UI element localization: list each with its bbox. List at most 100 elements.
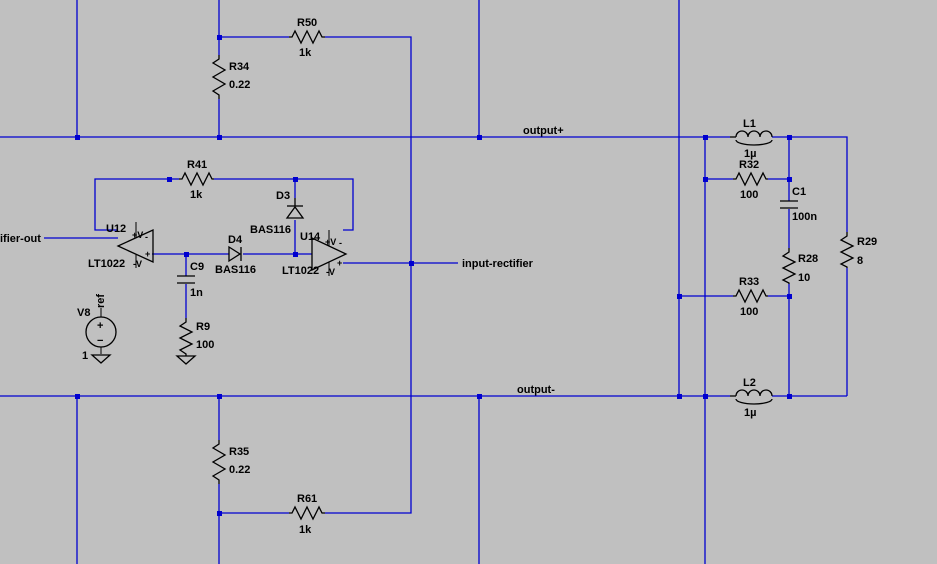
inductor-l1-core [735,139,773,146]
resistor-r33[interactable]: R33 100 [733,276,768,318]
resistor-r9-zigzag [178,318,194,356]
ground-v8 [90,354,112,364]
diode-d3-name: D3 [276,190,290,202]
opamp-u14-vpos: +V [325,237,336,247]
resistor-r33-zigzag [733,288,768,304]
junction [677,394,682,399]
capacitor-c1[interactable]: C1 100n [780,186,817,223]
resistor-r35-zigzag [211,440,227,484]
wires [0,0,848,564]
voltage-source-v8[interactable]: + − V8 1 ref [77,294,117,362]
junction [703,135,708,140]
resistor-r28-value: 10 [798,272,810,284]
resistor-r9-value: 100 [196,339,214,351]
inductor-l2-value: 1µ [744,407,756,419]
resistor-r34-zigzag [211,55,227,99]
resistor-r41-name: R41 [187,159,207,171]
inductor-l2-coil [735,389,773,397]
capacitor-c9[interactable]: C9 1n [177,261,204,299]
wire-r41-right[interactable] [214,178,354,231]
opamp-u14-vneg: -V [326,267,335,277]
junction [409,261,414,266]
net-label-rectifier-out: ifier-out [0,233,41,245]
resistor-r28-name: R28 [798,253,818,265]
resistor-r28-zigzag [781,248,797,284]
resistor-r34[interactable]: R34 0.22 [211,55,250,99]
junction [217,35,222,40]
ground-symbol [175,355,197,365]
resistor-r41[interactable]: R41 1k [179,159,214,201]
resistor-r50-name: R50 [297,17,317,29]
resistor-r33-value: 100 [740,306,758,318]
inductor-l2[interactable]: L2 1µ [730,377,773,419]
capacitor-c1-name: C1 [792,186,806,198]
junction [293,177,298,182]
voltage-source-v8-value: 1 [82,350,88,362]
resistor-r35-name: R35 [229,446,249,458]
ground-r9 [175,355,197,365]
resistor-r28[interactable]: R28 10 [781,248,818,284]
resistor-r9[interactable]: R9 100 [178,318,214,356]
opamp-u12-name: U12 [106,223,126,235]
junction [477,135,482,140]
resistor-r29-zigzag [839,232,855,268]
voltage-source-v8-minus: − [97,335,103,347]
junction [703,394,708,399]
junction [167,177,172,182]
resistor-r61-name: R61 [297,493,317,505]
voltage-source-v8-net: ref [95,294,107,308]
diode-d4[interactable]: D4 BAS116 [215,234,256,276]
opamp-u12-part: LT1022 [88,258,125,270]
resistor-r61[interactable]: R61 1k [289,493,325,536]
opamp-u14[interactable]: - + +V -V U14 LT1022 [282,230,348,277]
resistor-r32-value: 100 [740,189,758,201]
capacitor-c9-name: C9 [190,261,204,273]
resistor-r34-name: R34 [229,61,250,73]
resistor-r29-value: 8 [857,255,863,267]
resistor-r41-value: 1k [190,189,203,201]
resistor-r61-zigzag [289,505,325,521]
resistor-r29[interactable]: R29 8 [839,232,877,268]
diode-d3-triangle [285,205,305,219]
opamp-u14-name: U14 [300,231,321,243]
junction [787,294,792,299]
wire-r50-right[interactable] [325,36,412,514]
capacitor-c9-value: 1n [190,287,203,299]
resistor-r9-name: R9 [196,321,210,333]
diode-d3-part: BAS116 [250,224,291,236]
inductor-l1-name: L1 [743,118,756,130]
inductor-l1[interactable]: L1 1µ [730,118,773,160]
junction [184,252,189,257]
junctions [75,35,792,516]
resistor-r33-name: R33 [739,276,759,288]
junction [787,394,792,399]
diode-d4-name: D4 [228,234,243,246]
resistor-r35[interactable]: R35 0.22 [211,440,250,484]
junction [75,135,80,140]
opamp-u12[interactable]: + - +V -V U12 LT1022 [88,222,154,270]
resistor-r34-value: 0.22 [229,79,250,91]
net-label-output-plus: output+ [523,125,564,137]
inductor-l2-core [735,398,773,405]
resistor-r50[interactable]: R50 1k [289,17,325,59]
opamp-u12-plus: + [145,249,150,259]
resistor-r61-value: 1k [299,524,312,536]
junction [293,252,298,257]
junction [477,394,482,399]
junction [217,135,222,140]
wire-u12-fb-left[interactable] [94,178,169,231]
junction [677,294,682,299]
inductor-l1-value: 1µ [744,148,756,160]
wire-output-plus-right[interactable] [772,136,848,232]
resistor-r32[interactable]: R32 100 [733,159,768,201]
junction [703,177,708,182]
junction [787,177,792,182]
junction [787,135,792,140]
diode-d4-part: BAS116 [215,264,256,276]
capacitor-c1-value: 100n [792,211,817,223]
opamp-u14-minus: - [339,238,342,248]
diode-d3[interactable]: D3 BAS116 [250,190,305,236]
diode-d4-triangle [228,245,242,263]
ground-symbol [90,354,112,364]
